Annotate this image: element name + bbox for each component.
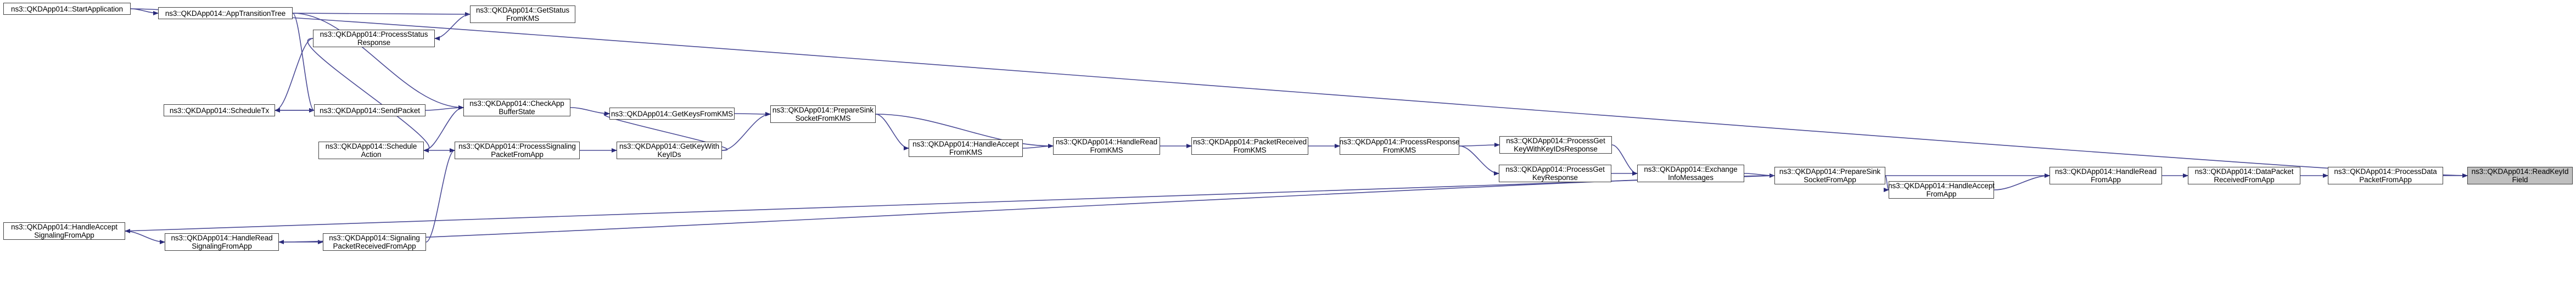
- graph-node-processresponse-fromkms[interactable]: ns3::QKDApp014::ProcessResponse FromKMS: [1339, 137, 1460, 155]
- graph-node-exchange-infomessages[interactable]: ns3::QKDApp014::Exchange InfoMessages: [1637, 165, 1744, 182]
- graph-node-processget-keywithkeyidsresponse[interactable]: ns3::QKDApp014::ProcessGet KeyWithKeyIDs…: [1499, 136, 1612, 154]
- graph-edge: [434, 14, 471, 41]
- graph-node-processstatus-response[interactable]: ns3::QKDApp014::ProcessStatus Response: [313, 30, 435, 47]
- graph-node-handleaccept-fromkms[interactable]: ns3::QKDApp014::HandleAccept FromKMS: [909, 139, 1023, 157]
- graph-edge: [425, 148, 455, 243]
- graph-node-scheduletx[interactable]: ns3::QKDApp014::ScheduleTx: [164, 104, 275, 116]
- graph-node-startapplication[interactable]: ns3::QKDApp014::StartApplication: [3, 3, 131, 15]
- graph-edge: [875, 114, 1054, 148]
- graph-edge: [1459, 145, 1499, 176]
- graph-node-handleread-fromapp[interactable]: ns3::QKDApp014::HandleRead FromApp: [2049, 167, 2162, 184]
- graph-node-preparesink-socketfromapp[interactable]: ns3::QKDApp014::PrepareSink SocketFromAp…: [1774, 167, 1885, 184]
- graph-edge: [292, 12, 471, 16]
- graph-node-preparesink-socketfromkms[interactable]: ns3::QKDApp014::PrepareSink SocketFromKM…: [770, 105, 876, 123]
- graph-edge: [603, 111, 728, 151]
- graph-node-schedule-action[interactable]: ns3::QKDApp014::Schedule Action: [318, 142, 424, 159]
- graph-node-getstatus-fromkms[interactable]: ns3::QKDApp014::GetStatus FromKMS: [470, 5, 575, 23]
- graph-edge: [292, 13, 315, 113]
- graph-node-handleaccept-fromapp[interactable]: ns3::QKDApp014::HandleAccept FromApp: [1888, 181, 1995, 199]
- graph-node-getkeywith-keyids[interactable]: ns3::QKDApp014::GetKeyWith KeyIDs: [617, 142, 722, 159]
- graph-node-handleread-signalingfromapp[interactable]: ns3::QKDApp014::HandleRead SignalingFrom…: [165, 233, 279, 251]
- graph-edge: [130, 8, 2468, 178]
- graph-edge: [875, 114, 909, 150]
- graph-node-signaling-packetreceivedfromapp[interactable]: ns3::QKDApp014::Signaling PacketReceived…: [323, 233, 426, 251]
- graph-node-readkeyid-field: ns3::QKDApp014::ReadKeyId Field: [2467, 167, 2573, 184]
- graph-node-packetreceived-fromkms[interactable]: ns3::QKDApp014::PacketReceived FromKMS: [1191, 137, 1308, 155]
- graph-node-apptransitiontree[interactable]: ns3::QKDApp014::AppTransitionTree: [158, 7, 293, 19]
- graph-edge: [292, 13, 464, 110]
- graph-node-processget-keyresponse[interactable]: ns3::QKDApp014::ProcessGet KeyResponse: [1499, 165, 1611, 182]
- graph-edge: [1459, 143, 1500, 148]
- graph-edge: [1022, 144, 1054, 149]
- graph-node-checkapp-bufferstate[interactable]: ns3::QKDApp014::CheckApp BufferState: [463, 99, 570, 116]
- graph-edge: [275, 38, 313, 113]
- graph-edge: [721, 112, 771, 151]
- graph-edge: [307, 38, 430, 153]
- graph-node-getkeysfromkms[interactable]: ns3::QKDApp014::GetKeysFromKMS: [609, 108, 735, 120]
- graph-node-datapacket-receivedfromapp[interactable]: ns3::QKDApp014::DataPacket ReceivedFromA…: [2188, 167, 2300, 184]
- graph-node-handleaccept-signalingfromapp[interactable]: ns3::QKDApp014::HandleAccept SignalingFr…: [3, 222, 125, 240]
- graph-edge: [1993, 173, 2050, 190]
- graph-node-sendpacket[interactable]: ns3::QKDApp014::SendPacket: [314, 104, 425, 116]
- graph-node-processdata-packetfromapp[interactable]: ns3::QKDApp014::ProcessData PacketFromAp…: [2328, 167, 2443, 184]
- graph-node-handleread-fromkms[interactable]: ns3::QKDApp014::HandleRead FromKMS: [1053, 137, 1160, 155]
- graph-node-processsignaling-packetfromapp[interactable]: ns3::QKDApp014::ProcessSignaling PacketF…: [455, 142, 580, 159]
